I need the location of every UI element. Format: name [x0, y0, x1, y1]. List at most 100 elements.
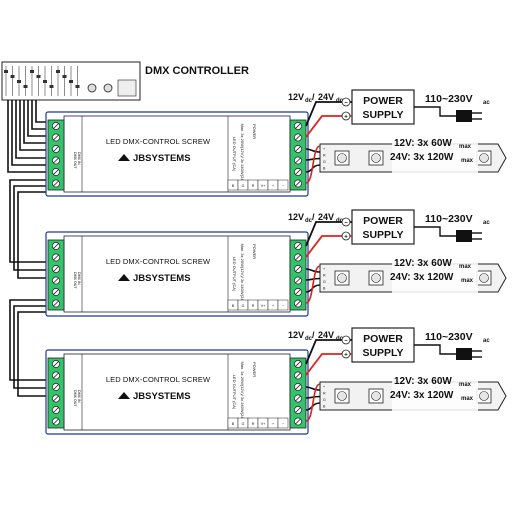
led-lens — [479, 273, 489, 283]
screw-slot — [53, 169, 59, 175]
output-wire-positive — [305, 145, 321, 184]
mains-voltage-label: 110~230V — [425, 93, 473, 105]
dmx-cable — [7, 100, 48, 173]
dmx-controller: DMX CONTROLLER — [1, 61, 249, 101]
pin-label: V+ — [261, 304, 266, 308]
fader-knob — [62, 75, 67, 78]
dmx-controller-title: DMX CONTROLLER — [145, 65, 249, 77]
strip-spec-suffix: max — [459, 382, 472, 388]
pin-label: R — [252, 422, 255, 426]
dmx-out-label: DMX OUT — [73, 152, 77, 169]
output-wire — [305, 148, 321, 153]
strip-pin-label: G — [323, 160, 326, 164]
dmx-cable — [19, 100, 48, 151]
screw-slot — [295, 395, 301, 402]
plus-sign: + — [344, 353, 348, 359]
spec-backdrop — [392, 134, 478, 174]
screw-slot — [53, 384, 59, 390]
screw-slot — [53, 146, 59, 152]
pin-label: R — [252, 184, 255, 188]
strip-spec-12v: 12V: 3x 60W — [394, 138, 452, 149]
screw-slot — [295, 266, 301, 272]
output-terminal-block — [289, 357, 307, 429]
plus-sign: + — [344, 235, 348, 241]
dmx-cable — [31, 100, 48, 130]
power-supply-label: POWER — [363, 333, 403, 345]
plus-terminal-icon — [341, 111, 351, 121]
screw-slot — [295, 157, 301, 164]
screw-slot — [295, 418, 301, 425]
dmx-out-label: DMX OUT — [73, 272, 77, 289]
pin-box — [277, 417, 289, 429]
screw-slot — [53, 180, 59, 187]
pin-label: + — [272, 304, 274, 308]
strip-spec-suffix: max — [461, 158, 474, 164]
led-lens — [371, 153, 381, 163]
dmx-cable — [13, 185, 48, 271]
screw-slot — [53, 395, 59, 402]
screw-slot — [53, 300, 59, 307]
fader-knob — [4, 70, 8, 73]
dmx-cable — [9, 179, 48, 263]
pin-label: − — [282, 422, 284, 426]
strip-pin-label: + — [323, 147, 325, 151]
fader-knob — [36, 75, 41, 78]
pin-label: R — [252, 304, 255, 308]
dc-24v-label: 24V — [318, 212, 334, 222]
strip-pin-label: B — [323, 167, 326, 171]
screw-slot — [53, 289, 59, 295]
minus-terminal-icon — [341, 217, 351, 227]
pin-label: B — [232, 304, 235, 308]
screw-slot — [295, 123, 301, 129]
pin-label: + — [272, 184, 274, 188]
screw-slot — [53, 418, 59, 425]
dmx-terminal-block — [47, 357, 65, 429]
strip-spec-suffix: max — [461, 278, 474, 284]
plus-sign: + — [344, 115, 348, 121]
screw-slot — [295, 180, 301, 187]
output-terminal-block — [289, 239, 307, 311]
screw-slot — [295, 407, 301, 413]
strip-spec-suffix: max — [459, 144, 472, 150]
output-specs: Max. 3x 20W(12V)/ 3x 240W(24V) — [240, 362, 245, 424]
module-name: LED DMX-CONTROL SCREW — [106, 375, 211, 384]
strip-pin-label: G — [323, 280, 326, 284]
screw-slot — [53, 123, 59, 129]
strip-pin-label: R — [323, 154, 326, 158]
screw-slot — [295, 277, 301, 284]
output-header: LED OUTPUT (CA) — [232, 257, 237, 292]
module-brand: JBSYSTEMS — [133, 273, 191, 284]
strip-spec-12v: 12V: 3x 60W — [394, 376, 452, 387]
fader-knob — [49, 85, 54, 88]
strip-spec-suffix: max — [461, 396, 474, 402]
screw-slot — [53, 266, 59, 272]
screw-slot — [295, 361, 301, 367]
controller-knob — [87, 83, 97, 93]
output-terminal-block — [289, 119, 307, 191]
pin-label: − — [282, 304, 284, 308]
output-wire — [305, 277, 321, 281]
spec-backdrop — [392, 372, 478, 412]
dmx-terminal-block — [47, 119, 65, 191]
power-supply-label: POWER — [363, 95, 403, 107]
pin-label: B — [232, 422, 235, 426]
dmx-cable — [11, 100, 48, 166]
strip-spec-24v: 24V: 3x 120W — [390, 152, 454, 163]
pin-label: V+ — [261, 422, 266, 426]
screw-slot — [295, 146, 301, 152]
mains-voltage-label: 110~230V — [425, 213, 473, 225]
pin-label: G — [242, 184, 245, 188]
screw-slot — [295, 384, 301, 390]
dmx-in-label: DMX IN — [77, 272, 81, 285]
mains-cable — [414, 106, 456, 117]
dc-suffix: dc — [336, 336, 344, 342]
brand-logo-icon — [118, 392, 130, 399]
module-label-panel — [63, 235, 291, 313]
power-wire-negative — [305, 221, 352, 247]
